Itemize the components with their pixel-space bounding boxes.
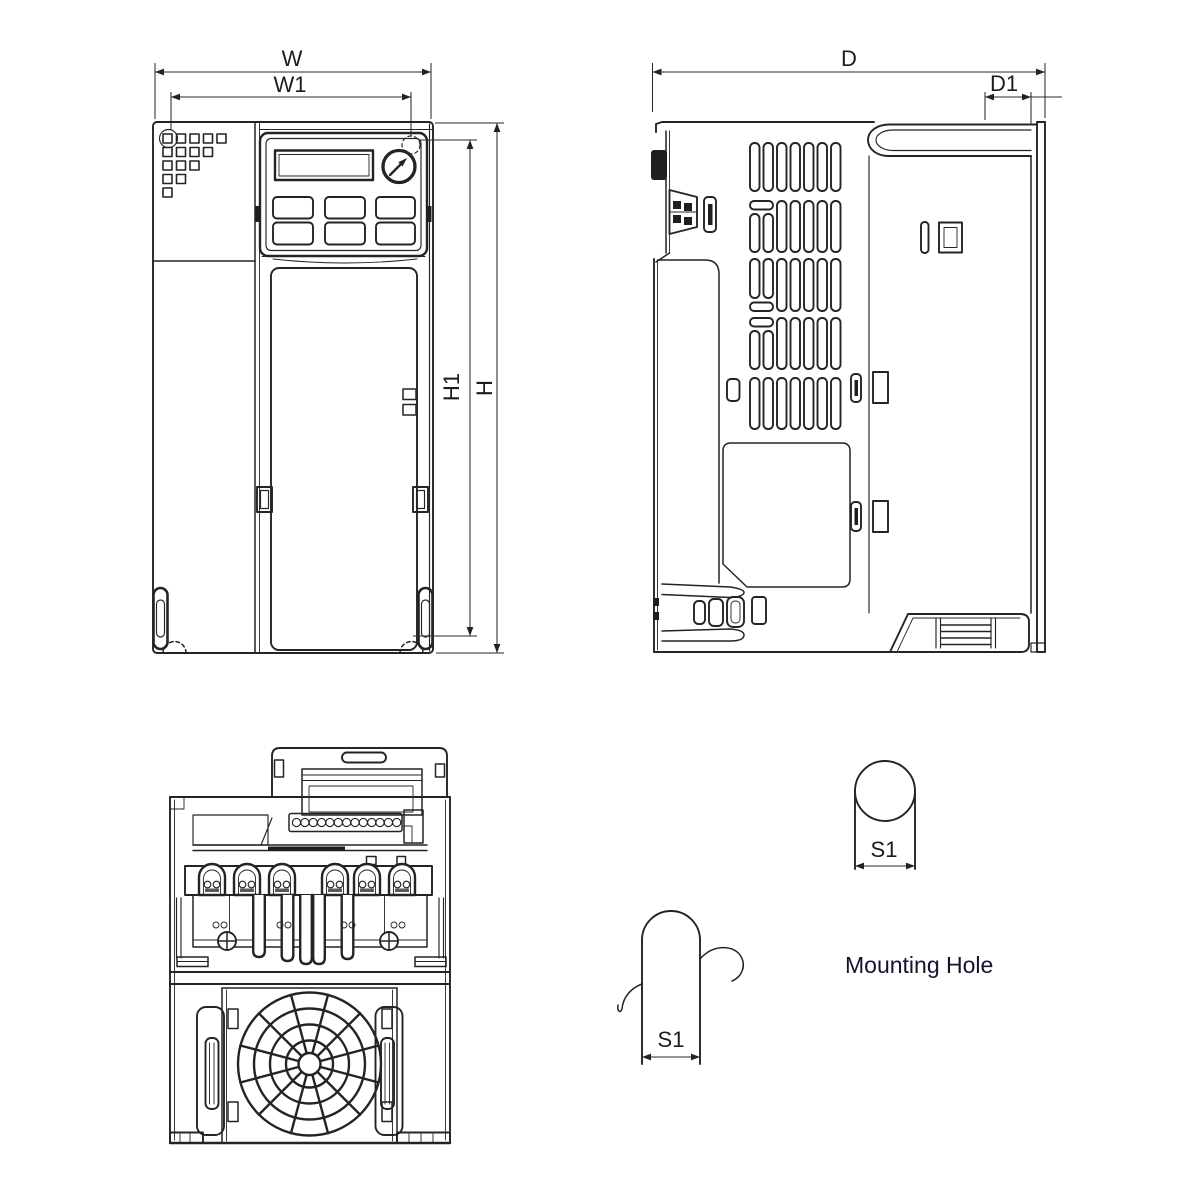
keypad-clip-left (255, 206, 261, 222)
dimension-h: H (435, 122, 504, 654)
top-mounting-tab (867, 123, 1038, 157)
front-body-outline (152, 121, 434, 654)
bottom-skirts (175, 897, 447, 968)
keypad-knob[interactable] (381, 148, 417, 185)
keypad-display (273, 149, 375, 182)
terminal-screw-right (379, 931, 399, 951)
front-bottom-corners (152, 586, 434, 654)
dimension-h1: H1 (413, 139, 477, 637)
side-bottom-latch (653, 583, 767, 642)
door-tab-upper (402, 388, 417, 401)
terminals (197, 862, 417, 897)
dimension-d: D (651, 46, 1046, 118)
slot-cut-curve-right (699, 946, 744, 982)
keypad-button[interactable] (324, 196, 366, 220)
dim-label-w1: W1 (274, 72, 307, 97)
keypad-clip-right (426, 206, 432, 222)
mounting-hole-annotation: Mounting Hole (845, 952, 993, 978)
front-side-clips (256, 486, 429, 513)
door-tab-lower (402, 403, 417, 416)
keypad-button[interactable] (324, 221, 366, 246)
front-cover-door (270, 267, 418, 651)
keypad-button[interactable] (272, 196, 314, 220)
bottom-feet (168, 1131, 452, 1145)
keypad-panel (255, 131, 432, 264)
dim-label-s1-top: S1 (871, 837, 898, 862)
dimension-w: W (154, 46, 432, 119)
front-view: W W1 H1 H (152, 46, 504, 654)
side-nameplate-panel (722, 442, 851, 588)
dim-label-d: D (841, 46, 857, 71)
dim-label-h: H (472, 380, 497, 396)
rear-mounting-plate (1036, 121, 1046, 653)
side-bottom-foot (889, 613, 1046, 653)
fan-grille (236, 991, 383, 1137)
keypad-buttons[interactable] (272, 196, 416, 246)
keypad-button[interactable] (375, 196, 416, 220)
mounting-hole-keyhole: S1 (854, 760, 916, 870)
slot-cut-curve-left (617, 983, 643, 1013)
side-terminal-bracket (668, 189, 698, 235)
dimension-d1: D1 (984, 71, 1062, 124)
terminal-block (184, 862, 433, 966)
fan-section (168, 987, 452, 1145)
side-slot-upper-left (703, 196, 717, 233)
side-front-cover-edge (656, 259, 720, 584)
terminal-screw-left (217, 931, 237, 951)
dimension-s1-keyhole: S1 (855, 837, 915, 870)
bottom-pill-slot (341, 751, 387, 764)
dim-label-w: W (282, 46, 303, 71)
front-vent-grid (162, 133, 227, 198)
bottom-view (168, 747, 452, 1145)
dim-label-s1-bottom: S1 (658, 1027, 685, 1052)
front-mount-hole-left-callout (158, 128, 179, 149)
dimension-w1: W1 (170, 72, 412, 136)
dim-label-d1: D1 (990, 71, 1018, 96)
dim-label-h1: H1 (439, 373, 464, 401)
bottom-pin-header (288, 812, 403, 833)
dimension-s1-slot: S1 (642, 1027, 700, 1061)
bottom-upper-housing (271, 747, 448, 798)
side-vent-slots (749, 142, 842, 430)
mounting-hole-slot: S1 (617, 910, 744, 1065)
side-view: D D1 (651, 46, 1062, 653)
keypad-button[interactable] (375, 221, 416, 246)
side-latches (726, 221, 963, 533)
keypad-button[interactable] (272, 221, 314, 246)
side-connector-block (651, 150, 667, 180)
fan-side-clips (196, 1006, 404, 1136)
keypad-bezel (258, 131, 429, 258)
